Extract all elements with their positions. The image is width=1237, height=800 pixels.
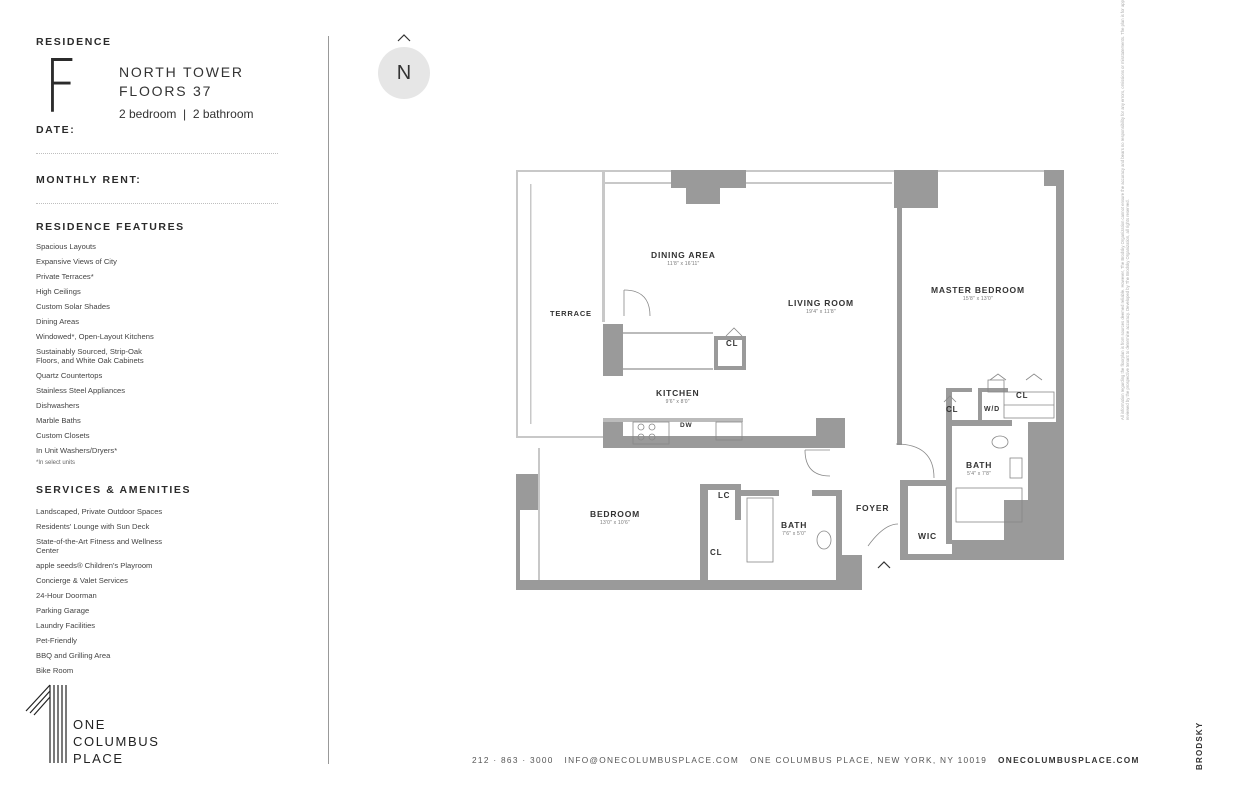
closet-master-right-label: CL xyxy=(1016,391,1029,400)
legal-disclaimer: All information regarding the floorplan … xyxy=(1120,0,1130,420)
email-link[interactable]: INFO@ONECOLUMBUSPLACE.COM xyxy=(564,755,740,765)
residence-letter: F xyxy=(44,44,78,130)
feature-item: Private Terraces* xyxy=(36,272,94,281)
closet-kitchen-label: CL xyxy=(726,339,739,348)
compass-badge: N xyxy=(378,47,430,99)
room-dining-name: DINING AREA xyxy=(651,250,716,260)
rent-rule xyxy=(36,203,278,204)
monthly-rent-label: MONTHLY RENT: xyxy=(36,174,142,186)
amenity-item: Pet-Friendly xyxy=(36,636,77,645)
room-wic: WIC xyxy=(918,531,937,541)
one-columbus-logo-mark xyxy=(25,684,67,763)
feature-item: Marble Baths xyxy=(36,416,81,425)
feature-item: Expansive Views of City xyxy=(36,257,117,266)
room-kitchen-dim: 9'6" x 8'0" xyxy=(665,399,690,405)
date-label: DATE: xyxy=(36,124,76,136)
closet-master-left-label: CL xyxy=(946,405,959,414)
feature-item: Spacious Layouts xyxy=(36,242,96,251)
feature-item: Windowed*, Open-Layout Kitchens xyxy=(36,332,154,341)
features-footnote: *In select units xyxy=(36,460,76,466)
address: ONE COLUMBUS PLACE, NEW YORK, NY 10019 xyxy=(749,755,988,765)
room-kitchen-name: KITCHEN xyxy=(656,388,700,398)
floorplan-walls xyxy=(516,170,1064,590)
feature-item: Sustainably Sourced, Strip-Oak Floors, a… xyxy=(36,347,144,365)
room-bath-1: BATH 7'6" x 5'0" xyxy=(781,520,807,537)
feature-item: High Ceilings xyxy=(36,287,81,296)
contact-footer: 212 · 863 · 3000 INFO@ONECOLUMBUSPLACE.C… xyxy=(472,755,1140,765)
room-bath1-name: BATH xyxy=(781,520,808,530)
room-dining-dim: 11'8" x 16'11" xyxy=(667,261,700,267)
room-bath2-name: BATH xyxy=(966,460,993,470)
feature-item: In Unit Washers/Dryers* xyxy=(36,446,118,455)
feature-item: Stainless Steel Appliances xyxy=(36,386,126,395)
website-link[interactable]: ONECOLUMBUSPLACE.COM xyxy=(998,755,1140,765)
room-master-bedroom: MASTER BEDROOM 15'8" x 13'0" xyxy=(931,285,1025,302)
amenity-item: Residents' Lounge with Sun Deck xyxy=(36,522,150,531)
entry-arrow-icon xyxy=(877,561,891,569)
panel-divider xyxy=(328,36,329,764)
logo-wordmark: ONE COLUMBUS PLACE xyxy=(73,716,159,767)
floorplan-fixtures xyxy=(623,289,1055,563)
amenities-title: SERVICES & AMENITIES xyxy=(36,484,192,496)
room-master-name: MASTER BEDROOM xyxy=(931,285,1025,295)
room-bath-2: BATH 5'4" x 7'8" xyxy=(966,460,992,477)
amenity-item: Concierge & Valet Services xyxy=(36,576,128,585)
date-rule xyxy=(36,153,278,154)
floorplan xyxy=(516,170,1064,590)
amenity-item: BBQ and Grilling Area xyxy=(36,651,111,660)
brodsky-brand: BRODSKY xyxy=(1195,721,1204,770)
amenity-item: 24-Hour Doorman xyxy=(36,591,97,600)
feature-item: Dishwashers xyxy=(36,401,80,410)
floors-label: FLOORS 37 xyxy=(119,83,213,99)
closet-bedroom-label: CL xyxy=(710,548,723,557)
room-bath1-dim: 7'6" x 5'0" xyxy=(782,531,807,537)
logo-line-one: ONE xyxy=(73,717,106,732)
features-title: RESIDENCE FEATURES xyxy=(36,221,185,233)
beds-baths: 2 bedroom | 2 bathroom xyxy=(119,107,254,121)
room-dining-area: DINING AREA 11'8" x 16'11" xyxy=(651,250,716,267)
phone-number[interactable]: 212 · 863 · 3000 xyxy=(472,755,554,765)
feature-item: Quartz Countertops xyxy=(36,371,103,380)
room-bath2-dim: 5'4" x 7'8" xyxy=(967,471,992,477)
room-bedroom-name: BEDROOM xyxy=(590,509,640,519)
amenity-item: Laundry Facilities xyxy=(36,621,96,630)
room-kitchen: KITCHEN 9'6" x 8'0" xyxy=(656,388,699,405)
amenity-item: State-of-the-Art Fitness and Wellness Ce… xyxy=(36,537,163,555)
logo-line-place: PLACE xyxy=(73,751,124,766)
washer-dryer-label: W/D xyxy=(984,406,1001,413)
logo-line-columbus: COLUMBUS xyxy=(73,734,160,749)
room-living-name: LIVING ROOM xyxy=(788,298,854,308)
amenity-item: Parking Garage xyxy=(36,606,90,615)
room-bedroom: BEDROOM 13'0" x 10'6" xyxy=(590,509,640,526)
amenity-item: Bike Room xyxy=(36,666,74,675)
feature-item: Dining Areas xyxy=(36,317,80,326)
room-foyer: FOYER xyxy=(856,503,890,513)
room-bedroom-dim: 13'0" x 10'6" xyxy=(599,520,631,526)
residence-label: RESIDENCE xyxy=(36,36,112,48)
room-living-room: LIVING ROOM 19'4" x 11'8" xyxy=(788,298,854,315)
north-arrow-icon xyxy=(397,34,411,42)
amenity-item: Landscaped, Private Outdoor Spaces xyxy=(36,507,163,516)
linen-closet-label: LC xyxy=(718,491,731,500)
room-living-dim: 19'4" x 11'8" xyxy=(806,309,836,315)
room-master-dim: 15'8" x 13'0" xyxy=(962,296,993,302)
feature-item: Custom Closets xyxy=(36,431,90,440)
tower-name: NORTH TOWER xyxy=(119,64,244,80)
feature-item: Custom Solar Shades xyxy=(36,302,110,311)
room-terrace: TERRACE xyxy=(550,309,592,318)
amenity-item: apple seeds® Children's Playroom xyxy=(36,561,153,570)
dishwasher-label: DW xyxy=(680,422,693,429)
